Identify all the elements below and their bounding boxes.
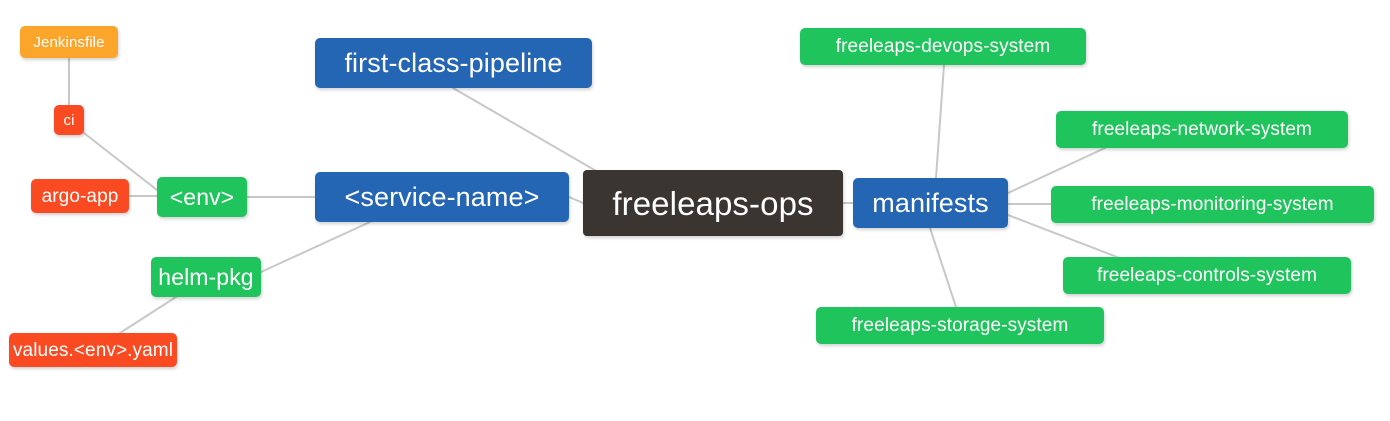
mindmap-node-jenkinsfile[interactable]: Jenkinsfile [20,26,118,58]
mindmap-node-argo-app[interactable]: argo-app [31,179,129,213]
mindmap-node-ci[interactable]: ci [54,105,84,135]
node-label-env: <env> [169,183,235,210]
node-label-manifests: manifests [872,187,989,218]
mindmap-node-helm-pkg[interactable]: helm-pkg [151,257,261,297]
mindmap-node-values-env-yaml[interactable]: values.<env>.yaml [9,333,177,367]
mindmap-node-service-name[interactable]: <service-name> [315,172,569,222]
node-label-argo-app: argo-app [41,185,119,207]
node-label-freeleaps-monitoring-system: freeleaps-monitoring-system [1091,194,1334,215]
node-label-values-env-yaml: values.<env>.yaml [12,339,174,361]
node-label-jenkinsfile: Jenkinsfile [33,33,105,51]
node-label-ci: ci [63,111,75,129]
edge-freeleaps-ops-to-service-name [568,196,584,204]
mindmap-node-env[interactable]: <env> [157,177,247,217]
node-label-freeleaps-network-system: freeleaps-network-system [1092,119,1312,140]
edge-manifests-to-freeleaps-storage-system [929,227,957,308]
node-label-freeleaps-ops: freeleaps-ops [612,184,814,222]
edge-service-name-to-helm-pkg [260,221,371,273]
node-label-first-class-pipeline: first-class-pipeline [344,47,563,78]
mindmap-node-freeleaps-monitoring-system[interactable]: freeleaps-monitoring-system [1051,186,1374,223]
node-label-helm-pkg: helm-pkg [158,263,254,290]
node-label-freeleaps-storage-system: freeleaps-storage-system [851,315,1069,336]
mindmap-node-first-class-pipeline[interactable]: first-class-pipeline [315,38,592,88]
mindmap-node-freeleaps-controls-system[interactable]: freeleaps-controls-system [1063,257,1351,294]
mindmap-node-freeleaps-ops[interactable]: freeleaps-ops [583,170,843,236]
mindmap-node-manifests[interactable]: manifests [853,178,1008,228]
mindmap-node-freeleaps-devops-system[interactable]: freeleaps-devops-system [800,28,1086,65]
node-label-service-name: <service-name> [344,181,540,212]
edge-helm-pkg-to-values-env-yaml [119,296,177,334]
edge-freeleaps-ops-to-first-class-pipeline [452,87,599,173]
edge-manifests-to-freeleaps-devops-system [935,64,945,179]
mindmap-node-freeleaps-storage-system[interactable]: freeleaps-storage-system [816,307,1104,344]
node-label-freeleaps-controls-system: freeleaps-controls-system [1096,265,1318,286]
node-label-freeleaps-devops-system: freeleaps-devops-system [835,36,1051,57]
mindmap-node-freeleaps-network-system[interactable]: freeleaps-network-system [1056,111,1348,148]
